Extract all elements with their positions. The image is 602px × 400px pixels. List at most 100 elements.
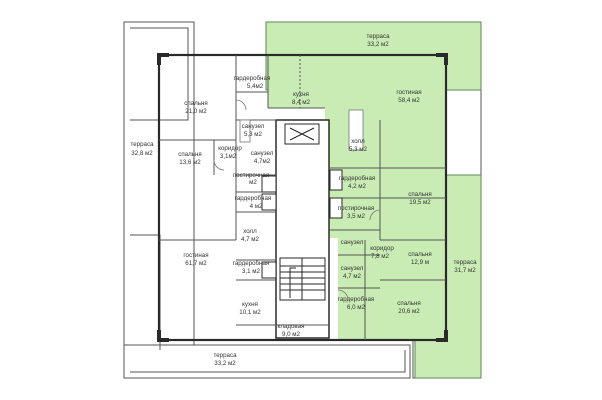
svg-text:коридор: коридор	[218, 145, 242, 152]
svg-text:гардеробная: гардеробная	[233, 260, 270, 267]
stairs-arrow	[289, 267, 296, 298]
svg-text:5,4м2: 5,4м2	[247, 83, 264, 90]
svg-text:терраса: терраса	[213, 352, 237, 359]
shaft-left-2	[261, 193, 277, 211]
svg-text:5,3 м2: 5,3 м2	[244, 131, 263, 138]
svg-text:санузел: санузел	[341, 239, 364, 246]
svg-text:терраса: терраса	[366, 33, 390, 40]
svg-text:гардеробная: гардеробная	[338, 296, 375, 303]
shaft-right-2	[329, 197, 343, 219]
svg-text:кладовая: кладовая	[278, 323, 305, 330]
svg-text:21,0 м2: 21,0 м2	[185, 108, 207, 115]
fixtures	[213, 99, 381, 301]
shaft-left-3	[261, 261, 277, 279]
svg-text:м2: м2	[249, 179, 257, 186]
svg-text:4 м2: 4 м2	[250, 203, 263, 210]
svg-text:гостиная: гостиная	[183, 252, 208, 259]
terrace-inner-line-bottom	[130, 350, 406, 373]
svg-text:терраса: терраса	[130, 141, 154, 148]
svg-text:санузел: санузел	[341, 265, 364, 272]
svg-text:кухня: кухня	[293, 91, 309, 98]
green-apartment-area	[268, 58, 445, 340]
door-arc-2	[369, 209, 381, 221]
room-bath-right-1: санузел	[341, 239, 364, 246]
terrace-bottom-outline	[123, 344, 411, 379]
svg-text:холл: холл	[243, 228, 257, 235]
corner-pillar-br	[436, 330, 448, 342]
svg-text:постирочная: постирочная	[338, 205, 374, 212]
svg-text:3,5 м2: 3,5 м2	[347, 213, 366, 220]
door-arc-1	[235, 99, 247, 111]
svg-text:4,2 м2: 4,2 м2	[348, 183, 367, 190]
door-arc-4	[213, 159, 225, 171]
svg-text:33,2 м2: 33,2 м2	[367, 41, 389, 48]
svg-text:4,7м2: 4,7м2	[254, 158, 271, 165]
corner-pillar-bl	[157, 330, 169, 342]
svg-text:спальня: спальня	[184, 100, 208, 107]
svg-text:32,8 м2: 32,8 м2	[131, 150, 153, 157]
svg-text:8,4 м2: 8,4 м2	[292, 99, 311, 106]
svg-text:13,6 м2: 13,6 м2	[179, 159, 201, 166]
svg-text:19,5 м2: 19,5 м2	[409, 199, 431, 206]
svg-text:58,4 м2: 58,4 м2	[398, 97, 420, 104]
svg-text:20,6 м2: 20,6 м2	[398, 308, 420, 315]
shaft-right-1	[329, 169, 343, 191]
counter-right	[348, 109, 364, 151]
svg-text:санузел: санузел	[242, 123, 265, 130]
svg-text:коридор: коридор	[370, 245, 394, 252]
svg-text:10,1 м2: 10,1 м2	[239, 309, 261, 316]
svg-text:3,1 м2: 3,1 м2	[242, 268, 261, 275]
svg-text:спальня: спальня	[408, 251, 432, 258]
svg-text:5,3 м2: 5,3 м2	[349, 146, 368, 153]
core-elements	[261, 123, 343, 301]
svg-text:61,7 м2: 61,7 м2	[185, 260, 207, 267]
svg-text:спальня: спальня	[397, 300, 421, 307]
svg-text:терраса: терраса	[453, 259, 477, 266]
core-box	[275, 119, 330, 339]
svg-text:31,7 м2: 31,7 м2	[454, 267, 476, 274]
interior-walls	[159, 55, 446, 340]
svg-text:4,7 м2: 4,7 м2	[241, 236, 260, 243]
svg-text:гардеробная: гардеробная	[234, 75, 271, 82]
svg-text:гостиная: гостиная	[396, 89, 421, 96]
svg-text:33,2 м2: 33,2 м2	[214, 360, 236, 367]
svg-text:3,1м2: 3,1м2	[220, 153, 237, 160]
svg-text:спальня: спальня	[178, 151, 202, 158]
svg-text:9,0 м2: 9,0 м2	[282, 331, 301, 338]
svg-text:гардеробная: гардеробная	[339, 175, 376, 182]
door-arc-3	[337, 289, 349, 301]
shaft-left-1	[261, 175, 277, 193]
corner-pillar-tr	[436, 53, 448, 65]
room-terrace-left: терраса 32,8 м2	[130, 141, 154, 157]
corner-pillar-tl	[157, 53, 169, 65]
